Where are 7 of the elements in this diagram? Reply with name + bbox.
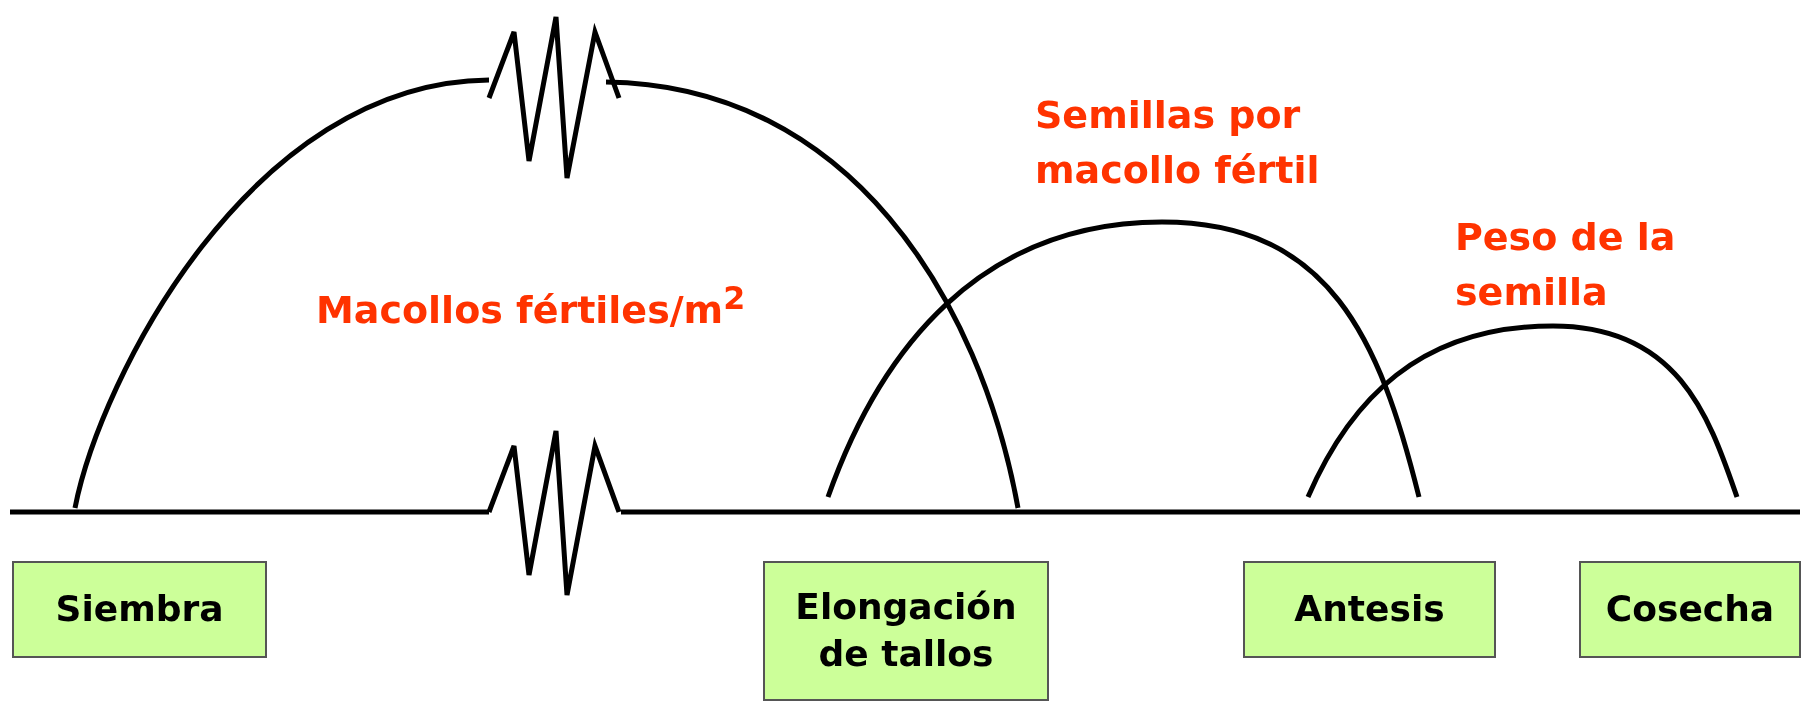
- component-label: Peso de la semilla: [1455, 214, 1677, 317]
- component-label: Semillas por macollo fértil: [1035, 92, 1321, 195]
- stage-box: Antesis: [1243, 561, 1496, 658]
- stage-box: Elongación de tallos: [763, 561, 1049, 701]
- component-label: Macollos fértiles/m$^{2}$: [316, 279, 746, 334]
- stage-box: Siembra: [12, 561, 267, 658]
- stage-box: Cosecha: [1579, 561, 1801, 658]
